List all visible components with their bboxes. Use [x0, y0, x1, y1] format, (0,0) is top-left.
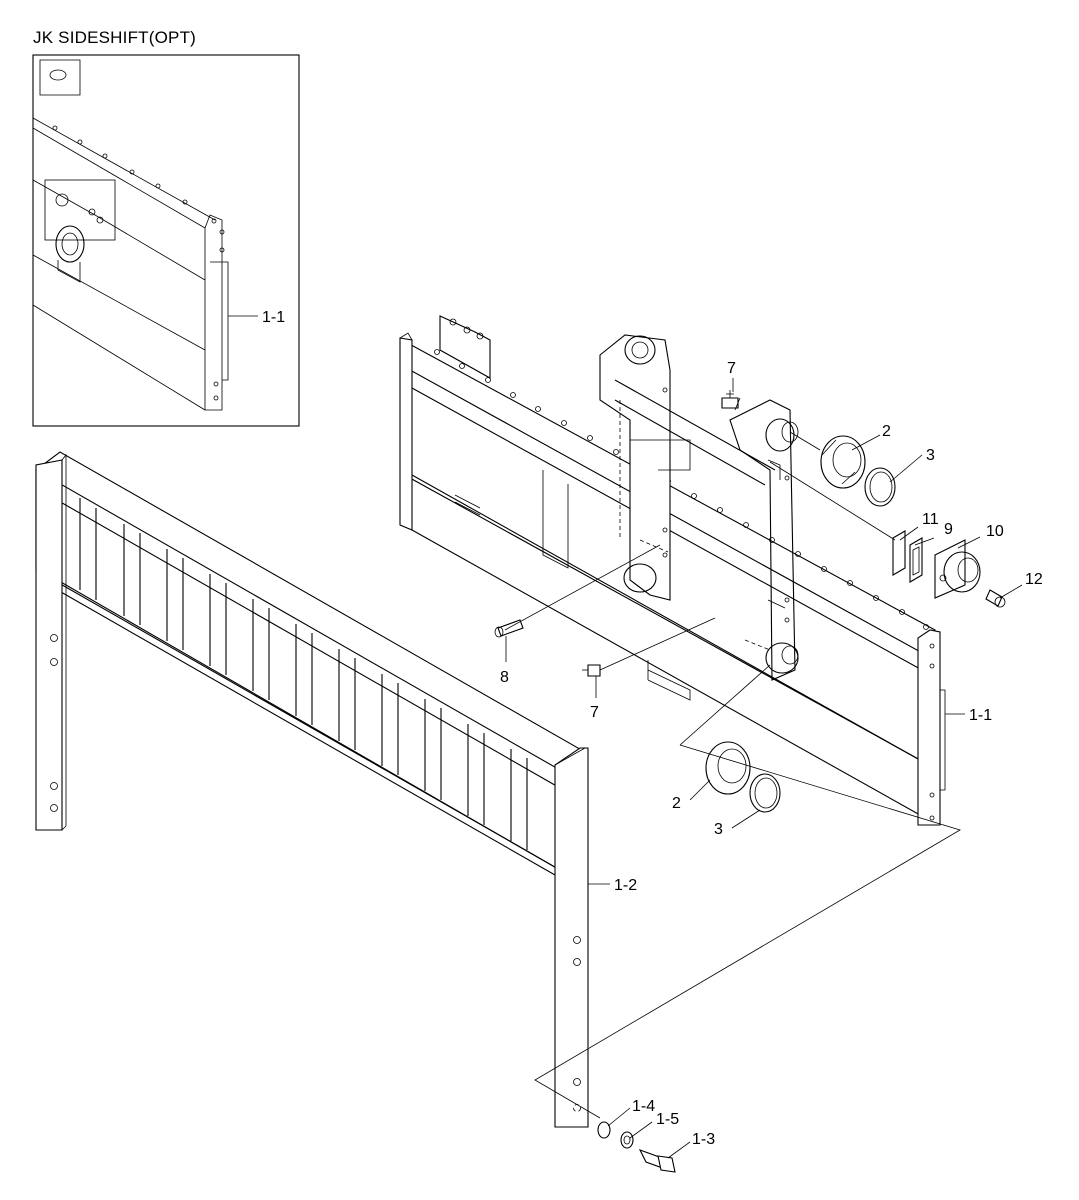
roller-bracket-10: [934, 539, 981, 599]
callout-10: 10: [986, 523, 1004, 540]
shim-9: [909, 537, 923, 583]
callout-1-1: 1-1: [969, 707, 992, 724]
bolt-12: [985, 589, 1006, 608]
grease-nipple-upper: [721, 390, 739, 409]
callout-3-lower: 3: [714, 821, 723, 838]
snap-ring-upper: [864, 467, 896, 507]
callout-1-5: 1-5: [656, 1111, 679, 1128]
callout-8: 8: [500, 669, 509, 686]
diagram-title: JK SIDESHIFT(OPT): [33, 28, 197, 47]
callout-7-upper: 7: [727, 360, 736, 377]
callout-1-3: 1-3: [692, 1131, 715, 1148]
bolt-1-3: [638, 1149, 676, 1173]
callout-1-1-inset: 1-1: [262, 309, 285, 326]
callout-7-lower: 7: [590, 704, 599, 721]
callout-2-upper: 2: [882, 423, 891, 440]
bearing-lower: [705, 741, 751, 795]
callout-9: 9: [944, 521, 953, 538]
callout-1-2: 1-2: [614, 877, 637, 894]
bolt-8: [494, 619, 524, 638]
callout-2-lower: 2: [672, 795, 681, 812]
inset-detail: [32, 54, 300, 427]
washer-1-5: [620, 1131, 634, 1149]
shim-11: [892, 530, 906, 576]
callout-leaders: [228, 315, 1023, 1159]
load-backrest: [35, 451, 589, 1128]
fork-carriage: [399, 315, 946, 826]
callout-3-upper: 3: [926, 447, 935, 464]
assembly-lines: [504, 397, 961, 1119]
callout-1-4: 1-4: [632, 1098, 655, 1115]
callout-12: 12: [1025, 571, 1043, 588]
spring-washer-1-4: [597, 1121, 611, 1139]
bearing-upper: [820, 435, 866, 489]
snap-ring-lower: [749, 773, 781, 813]
callout-11: 11: [922, 511, 939, 528]
grease-nipple-lower: [582, 664, 601, 677]
